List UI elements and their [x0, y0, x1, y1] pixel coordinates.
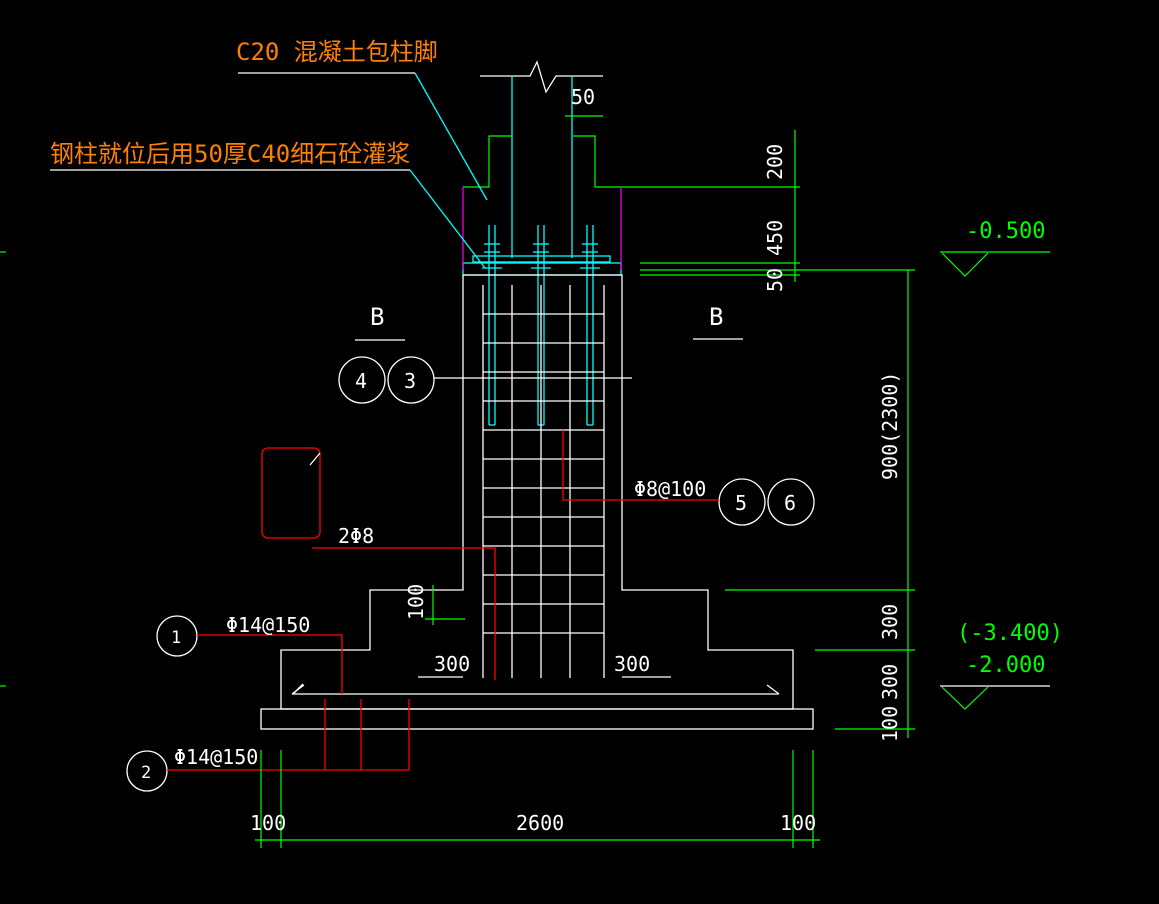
note-grout: 钢柱就位后用50厚C40细石砼灌浆	[50, 140, 410, 168]
elevation-mark-bottom	[940, 685, 1050, 710]
elevation-bottom: -2.000	[966, 653, 1045, 678]
dim-bottom-right: 100	[780, 811, 816, 835]
rebar-grid	[482, 285, 605, 678]
label-phi8-100: Φ8@100	[634, 477, 706, 501]
section-right: B	[709, 303, 723, 331]
note-encase: C20 混凝土包柱脚	[236, 38, 438, 66]
dim-step-left: 300	[434, 652, 470, 676]
dim-450: 450	[763, 220, 787, 256]
elevation-top: -0.500	[966, 219, 1045, 244]
callout-1[interactable]: 1	[156, 615, 198, 657]
leader-phi14-2	[167, 699, 410, 771]
label-2phi8: 2Φ8	[338, 524, 374, 548]
dim-bottom-mid: 2600	[516, 811, 564, 835]
dim-100step: 100	[404, 584, 428, 620]
svg-text:3: 3	[404, 369, 416, 393]
svg-text:1: 1	[171, 628, 181, 648]
leader-encase	[414, 72, 488, 201]
callout-5[interactable]: 5	[718, 478, 766, 526]
dim-step-right: 300	[614, 652, 650, 676]
svg-text:4: 4	[355, 369, 367, 393]
concrete-encasement	[462, 135, 800, 270]
callout-6[interactable]: 6	[767, 478, 815, 526]
dim-300b: 300	[878, 664, 902, 700]
elevation-mark-top	[940, 251, 1050, 277]
steel-column	[462, 60, 622, 276]
svg-text:6: 6	[784, 491, 796, 515]
svg-text:5: 5	[735, 491, 747, 515]
section-left: B	[370, 303, 384, 331]
dim-200: 200	[763, 144, 787, 180]
leader-phi8	[562, 430, 719, 501]
callout-4[interactable]: 4	[338, 356, 386, 404]
dim-bottom-left: 100	[250, 811, 286, 835]
label-phi14-2: Φ14@150	[174, 745, 258, 769]
dim-plate-edge: 50	[571, 85, 595, 109]
dim-50: 50	[763, 268, 787, 292]
label-phi14-1: Φ14@150	[226, 613, 310, 637]
leader-2phi8	[312, 547, 496, 680]
svg-text:2: 2	[141, 763, 151, 783]
foundation-outline	[260, 274, 814, 730]
callout-2[interactable]: 2	[126, 750, 168, 792]
leader-phi14-1	[197, 634, 343, 694]
dim-300a: 300	[878, 604, 902, 640]
dim-900: 900(2300)	[878, 372, 902, 480]
stirrup-detail	[261, 447, 321, 539]
elevation-alt: (-3.400)	[957, 621, 1063, 646]
dim-100r: 100	[878, 706, 902, 742]
stirrup-hook	[309, 452, 321, 466]
callout-3[interactable]: 3	[387, 356, 435, 404]
dimensions	[0, 115, 915, 848]
leader-grout	[409, 169, 486, 269]
anchor-bolts	[482, 225, 600, 426]
